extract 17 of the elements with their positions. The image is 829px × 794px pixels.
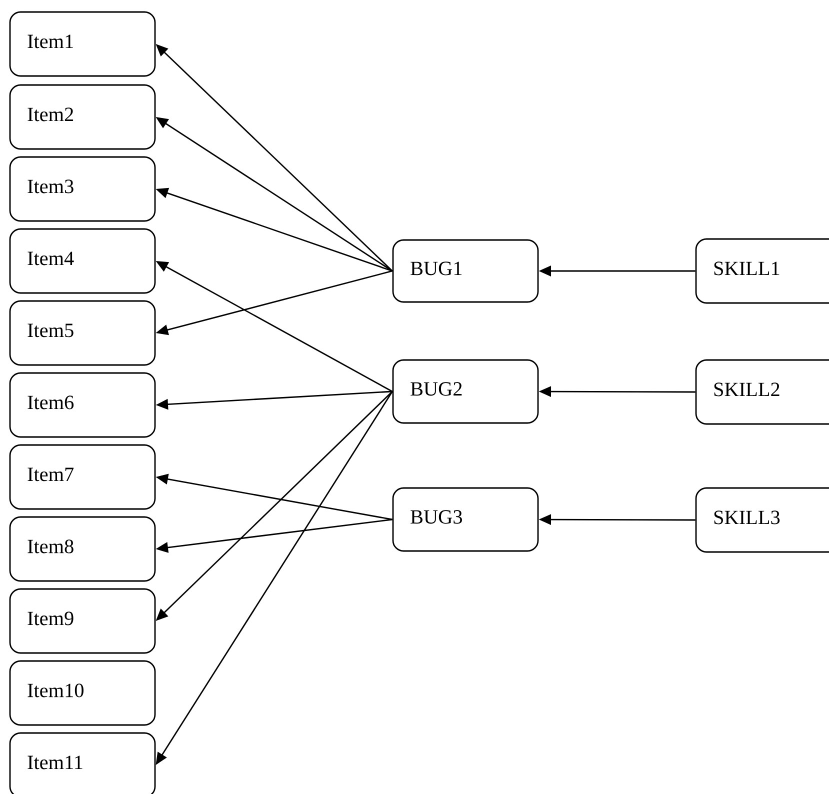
process-box: Item5 — [9, 300, 156, 366]
process-box: Item9 — [9, 588, 156, 654]
process-box: Item1 — [9, 11, 156, 77]
process-box: Item11 — [9, 732, 156, 794]
process-box: Item4 — [9, 228, 156, 294]
process-box: BUG1 — [392, 239, 539, 303]
process-box: BUG2 — [392, 359, 539, 424]
process-box: SKILL3 — [695, 487, 829, 553]
process-box: SKILL1 — [695, 238, 829, 304]
process-box: Item2 — [9, 84, 156, 150]
process-box: BUG3 — [392, 487, 539, 552]
process-box: Item7 — [9, 444, 156, 510]
process-box: Item6 — [9, 372, 156, 438]
process-box: Item8 — [9, 516, 156, 582]
process-box: SKILL2 — [695, 359, 829, 425]
process-box: Item10 — [9, 660, 156, 726]
process-box: Item3 — [9, 156, 156, 222]
